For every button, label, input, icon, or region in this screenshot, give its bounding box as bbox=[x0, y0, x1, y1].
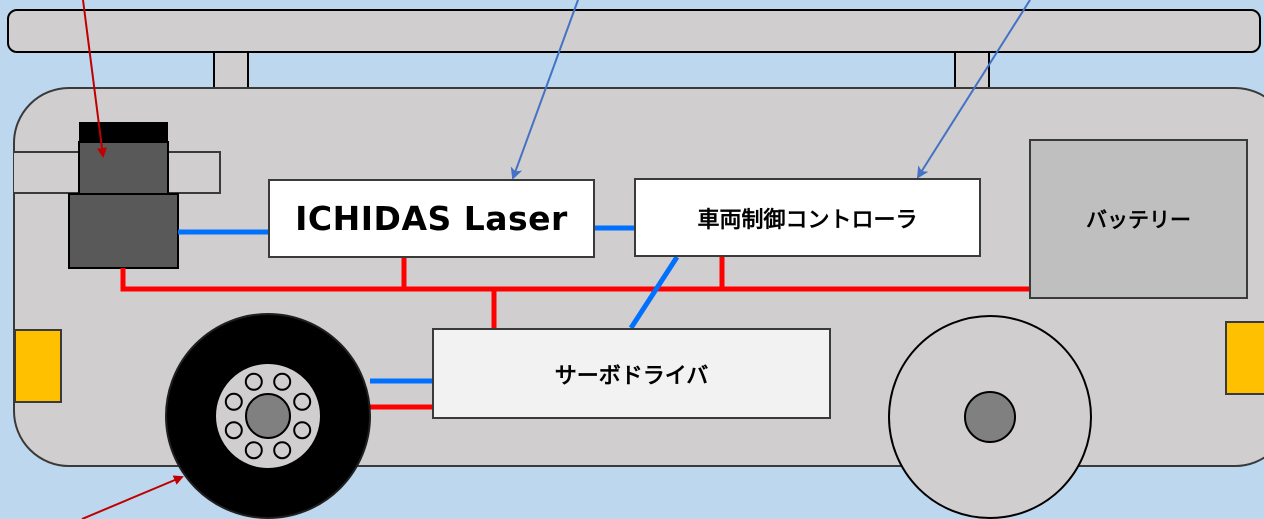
rail-post-left bbox=[213, 51, 249, 91]
rear-indicator-light bbox=[1225, 321, 1264, 395]
sensor-lower-unit bbox=[68, 193, 179, 269]
callout-arrow-controller bbox=[916, 0, 1031, 179]
power-lines bbox=[120, 257, 1029, 410]
vehicle-controller-label: 車両制御コントローラ bbox=[697, 207, 918, 233]
lug-nut bbox=[244, 372, 263, 391]
lug-nut bbox=[224, 392, 243, 411]
lug-nut bbox=[224, 421, 243, 440]
drive-wheel-center bbox=[245, 393, 291, 439]
callout-arrow-drive-wheel bbox=[81, 475, 184, 519]
idler-wheel-center bbox=[964, 391, 1016, 443]
sensor-upper-unit bbox=[78, 141, 169, 195]
callout-arrow-sensor bbox=[82, 0, 107, 158]
servo-driver-label: サーボドライバ bbox=[554, 363, 709, 389]
lug-nuts bbox=[224, 372, 312, 460]
power-trunk bbox=[120, 268, 1029, 292]
lug-nut bbox=[273, 441, 292, 460]
lug-nut bbox=[244, 441, 263, 460]
servo-driver-box: サーボドライバ bbox=[432, 328, 831, 419]
idler-wheel bbox=[888, 315, 1092, 519]
battery-box: バッテリー bbox=[1029, 139, 1248, 299]
roof-rail bbox=[7, 9, 1261, 53]
lug-nut bbox=[293, 392, 312, 411]
front-indicator-light bbox=[14, 329, 62, 403]
drive-wheel bbox=[165, 313, 371, 519]
battery-label: バッテリー bbox=[1086, 208, 1191, 232]
callout-arrow-laser bbox=[510, 0, 579, 180]
lug-nut bbox=[273, 372, 292, 391]
sensor-cap bbox=[79, 122, 168, 144]
ichidas-laser-label: ICHIDAS Laser bbox=[295, 199, 568, 238]
signal-lines bbox=[178, 225, 680, 384]
ichidas-laser-box: ICHIDAS Laser bbox=[268, 179, 595, 258]
vehicle-controller-box: 車両制御コントローラ bbox=[634, 178, 981, 257]
lug-nut bbox=[293, 421, 312, 440]
rail-post-right bbox=[954, 51, 990, 91]
signal-controller-servo bbox=[628, 255, 680, 330]
